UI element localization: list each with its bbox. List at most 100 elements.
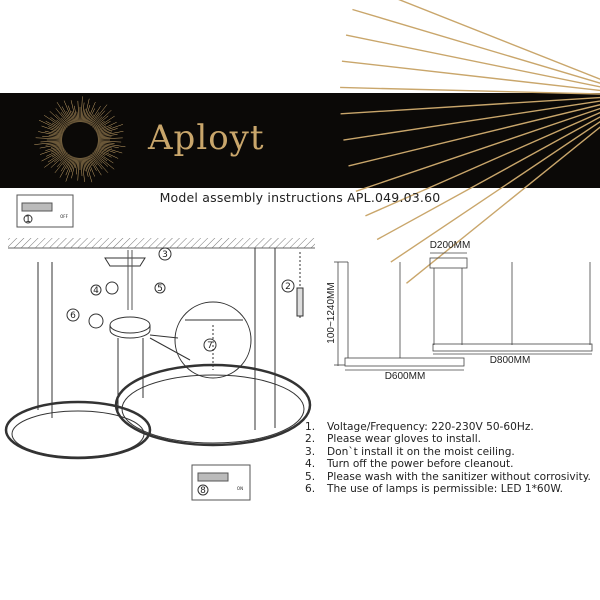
sun-ray (50, 144, 63, 148)
sun-ray (97, 137, 123, 140)
sun-ray (80, 96, 83, 123)
sun-ray (90, 104, 108, 126)
item-number: 4. (305, 458, 316, 471)
instruction-item: 6. The use of lamps is permissible: LED 1… (305, 483, 591, 495)
sun-ray (93, 151, 115, 170)
step-4-label: 4 (93, 286, 99, 296)
sun-ray (50, 152, 68, 168)
sun-ray (94, 115, 115, 130)
banner-ray (340, 96, 600, 115)
sun-ray (92, 152, 109, 167)
item-text: The use of lamps is permissible: LED 1*6… (327, 483, 564, 496)
sun-ray (54, 154, 70, 174)
banner-ray (355, 107, 600, 192)
ring-small-side (344, 357, 465, 367)
sun-ray (89, 112, 100, 126)
sun-ray (97, 136, 112, 139)
sun-ray (91, 116, 103, 127)
sun-ray (35, 137, 63, 140)
item-text: Turn off the power before cleanout. (327, 458, 514, 471)
sun-ray (91, 153, 103, 164)
sun-ray (60, 155, 72, 172)
step-8-label: 8 (200, 486, 206, 496)
ring-large-side (432, 343, 593, 352)
sun-ray (42, 135, 63, 139)
brand-logo: Aployt (148, 118, 265, 158)
step-5-label: 5 (157, 284, 163, 294)
sun-ray (76, 111, 79, 123)
sun-ray (45, 145, 63, 151)
sun-ray (66, 111, 73, 124)
sun-ray (77, 100, 80, 123)
sun-ray (90, 154, 103, 170)
sun-ray (85, 111, 90, 123)
sun-ray (94, 149, 106, 156)
sun-ray (61, 106, 73, 125)
sun-ray (39, 146, 64, 155)
item-text: Please wash with the sanitizer without c… (327, 470, 591, 483)
sun-ray (70, 100, 77, 123)
sun-ray (68, 105, 75, 123)
sun-ray (88, 155, 102, 176)
item-number: 2. (305, 433, 316, 446)
instructions-list: 1.Voltage/Frequency: 220-230V 50-60Hz. 2… (305, 421, 591, 495)
sun-ray (63, 100, 74, 124)
sun-ray (97, 141, 115, 144)
sun-ray (97, 142, 126, 148)
sun-ray (83, 98, 90, 123)
sun-ray (91, 153, 109, 173)
item-text: Please wear gloves to install. (327, 433, 482, 446)
sun-ray (97, 145, 123, 154)
sun-ray (97, 144, 113, 149)
sun-ray (43, 114, 66, 130)
sun-ray (45, 142, 63, 146)
sun-ray (39, 143, 63, 149)
canopy (109, 316, 151, 334)
sun-ray (59, 153, 69, 162)
sun-ray (83, 157, 89, 177)
sun-ray (44, 151, 67, 168)
sun-ray (96, 146, 116, 154)
off-label: OFF (60, 214, 68, 219)
sun-ray (80, 157, 83, 177)
sun-ray (77, 157, 80, 181)
installation-drawing (4, 194, 315, 501)
step-6-label: 6 (70, 311, 76, 321)
sun-ray (87, 114, 94, 125)
item-number: 1. (305, 421, 316, 433)
height-range-label: 100~1240MM (326, 282, 337, 343)
sun-ray (85, 157, 91, 172)
sun-ray (41, 148, 65, 162)
instruction-item: 4. Turn off the power before cleanout. (305, 458, 591, 470)
sun-ray (49, 111, 68, 128)
banner-ray (365, 111, 600, 217)
sun-ray (60, 117, 69, 127)
item-number: 6. (305, 483, 316, 496)
sun-ray (34, 141, 63, 145)
sun-ray (52, 122, 66, 131)
sun-ray (97, 128, 118, 135)
sun-ray (84, 105, 91, 123)
sun-ray (65, 156, 74, 176)
sun-ray (97, 140, 122, 143)
large-ring-diameter-label: D800MM (490, 355, 531, 366)
sun-ray (95, 122, 117, 133)
sun-ray (71, 110, 76, 123)
on-label: ON (237, 486, 243, 491)
sun-ray (75, 157, 79, 175)
sun-ray (89, 154, 98, 166)
sun-ray (66, 156, 73, 169)
sun-ray (46, 147, 65, 157)
sun-ray (81, 157, 85, 182)
banner-ray (390, 120, 600, 263)
sun-ray (95, 148, 112, 158)
sun-ray (82, 157, 86, 172)
sun-ray (45, 120, 65, 132)
instruction-item: 2. Please wear gloves to install. (305, 433, 591, 445)
banner-ray (343, 100, 600, 141)
sun-ray (97, 131, 113, 136)
sun-ray (51, 147, 64, 153)
sun-ray (62, 154, 71, 166)
instruction-item: 3.Don`t install it on the moist ceiling. (305, 446, 591, 458)
sun-ray (56, 153, 69, 168)
